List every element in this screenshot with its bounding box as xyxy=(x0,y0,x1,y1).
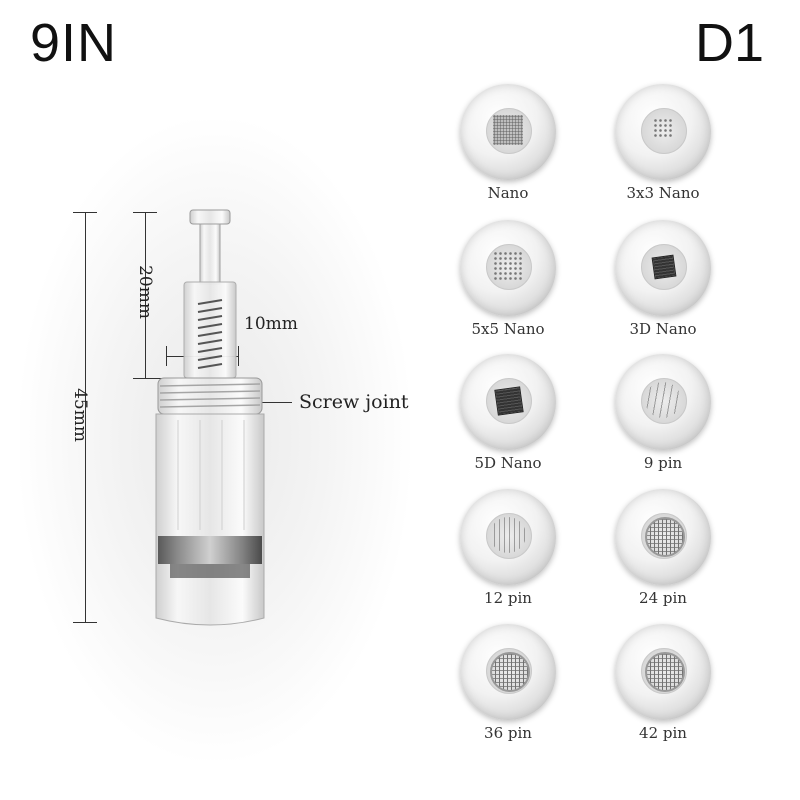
tip-label: 5x5 Nano xyxy=(471,320,545,338)
nano-dots-icon xyxy=(460,84,556,180)
dimension-line-45mm xyxy=(85,212,86,622)
dimension-tick-10mm-right xyxy=(238,346,239,366)
tip-label: 3D Nano xyxy=(629,320,697,338)
tip-3d-nano: 3D Nano xyxy=(595,220,755,356)
tip-42-pin: 42 pin xyxy=(595,624,755,760)
dimension-tick-45mm-top xyxy=(73,212,97,213)
tip-label: Nano xyxy=(487,184,529,202)
dimension-tick-10mm-left xyxy=(166,346,167,366)
tip-label: 9 pin xyxy=(643,454,683,472)
dimension-label-10mm: 10mm xyxy=(244,314,298,334)
screw-joint-label: Screw joint xyxy=(299,391,409,413)
tip-5d-nano: 5D Nano xyxy=(440,354,600,490)
42-pin-icon xyxy=(615,624,711,720)
24-pin-icon xyxy=(615,489,711,585)
dimension-tick-20mm-bottom xyxy=(133,378,181,379)
tip-12-pin: 12 pin xyxy=(440,489,600,625)
36-pin-icon xyxy=(460,624,556,720)
tip-24-pin: 24 pin xyxy=(595,489,755,625)
tip-label: 3x3 Nano xyxy=(626,184,700,202)
tip-nano: Nano xyxy=(440,84,600,220)
5x5-nano-icon xyxy=(460,220,556,316)
tip-3x3-nano: 3x3 Nano xyxy=(595,84,755,220)
needle-cartridge-image xyxy=(155,209,265,626)
tip-label: 42 pin xyxy=(639,724,687,742)
tip-5x5-nano: 5x5 Nano xyxy=(440,220,600,356)
tip-label: 12 pin xyxy=(484,589,532,607)
tip-9-pin: 9 pin xyxy=(595,354,755,490)
dimension-label-45mm: 45mm xyxy=(70,388,90,442)
9-pin-icon xyxy=(615,354,711,450)
5d-nano-icon xyxy=(460,354,556,450)
dimension-tick-45mm-bottom xyxy=(73,622,97,623)
3d-nano-icon xyxy=(615,220,711,316)
tip-label: 5D Nano xyxy=(474,454,542,472)
tip-label: 24 pin xyxy=(639,589,687,607)
dimension-tick-20mm-top xyxy=(133,212,157,213)
tip-label: 36 pin xyxy=(484,724,532,742)
12-pin-icon xyxy=(460,489,556,585)
needle-tip-grid: Nano 3x3 Nano 5x5 Nano 3D Nano 5D Nano 9… xyxy=(440,84,740,764)
model-title-right: D1 xyxy=(694,13,764,73)
screw-joint-pointer xyxy=(252,402,292,403)
model-title-left: 9IN xyxy=(30,13,118,73)
3x3-nano-icon xyxy=(615,84,711,180)
tip-36-pin: 36 pin xyxy=(440,624,600,760)
dimension-line-20mm xyxy=(145,212,146,378)
